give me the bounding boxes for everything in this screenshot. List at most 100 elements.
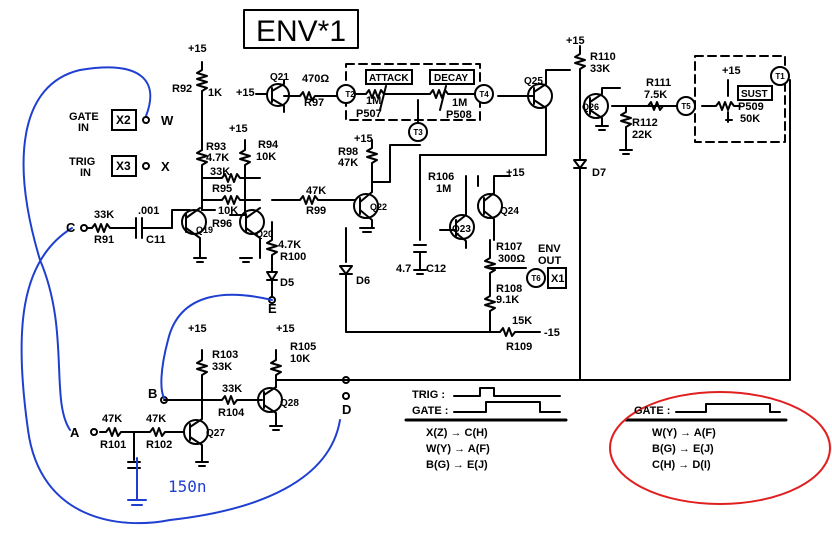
t5-label: T5	[681, 102, 691, 111]
r106-value: 1M	[436, 183, 451, 195]
r111-resistor	[639, 101, 677, 111]
r100-resistor	[266, 221, 278, 273]
gate-label-line2: IN	[78, 122, 89, 134]
r97-value: 470Ω	[302, 73, 329, 85]
plus15-r103: +15	[188, 323, 207, 335]
q22-transistor	[353, 193, 379, 219]
q20-transistor	[239, 209, 265, 235]
r107-resistor	[484, 239, 496, 281]
q23-ref: Q23	[452, 224, 471, 235]
q26-transistor	[583, 93, 609, 119]
t3-label: T3	[413, 128, 423, 137]
handwritten-cap-value: 150n	[168, 477, 207, 496]
d6-ref: D6	[356, 275, 370, 287]
q22-ref: Q22	[370, 202, 387, 212]
r103-ref: R103	[212, 349, 238, 361]
r100-value: 4.7K	[278, 239, 301, 251]
r97-ref: R97	[304, 97, 324, 109]
r98-value: 47K	[338, 157, 358, 169]
t6-terminal	[526, 268, 546, 288]
d5-ref: D5	[280, 277, 294, 289]
r102-resistor	[139, 427, 185, 437]
r91-ref: R91	[94, 234, 114, 246]
r111-ref: R111	[646, 77, 671, 89]
node-e: E	[268, 301, 277, 316]
r99-value: 47K	[306, 185, 326, 197]
r92-value: 1K	[208, 87, 222, 99]
q26-ref: Q26	[582, 102, 599, 112]
decay-value: 1M	[452, 97, 467, 109]
c12-capacitor	[413, 154, 427, 275]
d7-diode	[573, 159, 587, 169]
title-box	[243, 9, 359, 49]
r99-resistor	[271, 195, 356, 205]
r101-resistor	[99, 427, 141, 437]
r105-ref: R105	[290, 341, 316, 353]
r106-ref: R106	[428, 171, 454, 183]
red-circle-annotation	[609, 391, 831, 505]
r107-ref: R107	[496, 241, 522, 253]
legend-gate-label: GATE :	[412, 405, 448, 417]
r98-resistor	[366, 139, 378, 193]
c11-value: .001	[138, 205, 159, 217]
t3-terminal	[408, 122, 428, 142]
attack-label: ATTACK	[369, 73, 409, 84]
r95-value: 33K	[210, 166, 230, 178]
r107-value: 300Ω	[498, 253, 525, 265]
plus15-r98: +15	[354, 133, 373, 145]
r100-ref: R100	[280, 251, 306, 263]
t6-label: T6	[531, 274, 541, 283]
minus15-r109: -15	[544, 327, 560, 339]
r104-ref: R104	[218, 407, 245, 419]
r93-ref: R93	[206, 141, 226, 153]
r108-resistor	[484, 279, 496, 333]
plus15-sust: +15	[722, 65, 741, 77]
r108-value: 9.1K	[496, 294, 519, 306]
r110-ref: R110	[590, 51, 616, 63]
attack-value: 1M	[366, 95, 381, 107]
d7-ref: D7	[592, 167, 606, 179]
gate-label-line1: GATE	[69, 111, 99, 123]
t2-label: T2	[345, 90, 355, 99]
r99-ref: R99	[306, 205, 326, 217]
r94-resistor	[239, 139, 251, 216]
terminals	[336, 66, 790, 288]
r103-value: 33K	[212, 361, 232, 373]
r109-value: 15K	[512, 315, 532, 327]
t2-terminal	[336, 84, 356, 104]
r103-resistor	[196, 349, 208, 401]
gate-jack: X2	[116, 113, 131, 127]
r94-value: 10K	[256, 151, 276, 163]
attack-ref: P507	[356, 108, 382, 120]
q24-transistor	[477, 193, 503, 219]
r101-value: 47K	[102, 413, 122, 425]
r101-ref: R101	[100, 439, 126, 451]
r105-resistor	[270, 349, 282, 381]
node-a: A	[70, 425, 80, 440]
q25-ref: Q25	[524, 76, 543, 87]
legend-mapping-2: W(Y) → A(F)	[426, 443, 490, 455]
sust-ref: P509	[738, 101, 764, 113]
sust-value: 50K	[740, 113, 760, 125]
q28-ref: Q28	[280, 398, 299, 409]
attack-pot	[355, 89, 421, 99]
r91-resistor	[87, 223, 137, 233]
decay-pot	[419, 89, 475, 99]
r94-ref: R94	[258, 139, 279, 151]
t1-label: T1	[775, 72, 785, 81]
r93-value: 4.7K	[206, 152, 229, 164]
t5-terminal	[676, 96, 696, 116]
legend-mapping-1: X(Z) → C(H)	[426, 427, 488, 439]
d6-diode	[339, 227, 491, 333]
legend-alt-mapping-3: C(H) → D(I)	[652, 459, 711, 471]
r95-resistor	[201, 173, 261, 183]
r92-ref: R92	[172, 83, 192, 95]
legend-alt-mapping-1: W(Y) → A(F)	[652, 427, 716, 439]
legend-mapping-3: B(G) → E(J)	[426, 459, 488, 471]
c11-ref: C11	[146, 234, 166, 246]
q20-ref: Q20	[256, 229, 273, 239]
r112-value: 22K	[632, 129, 652, 141]
t4-terminal	[474, 84, 494, 104]
node-x: X	[161, 159, 170, 174]
